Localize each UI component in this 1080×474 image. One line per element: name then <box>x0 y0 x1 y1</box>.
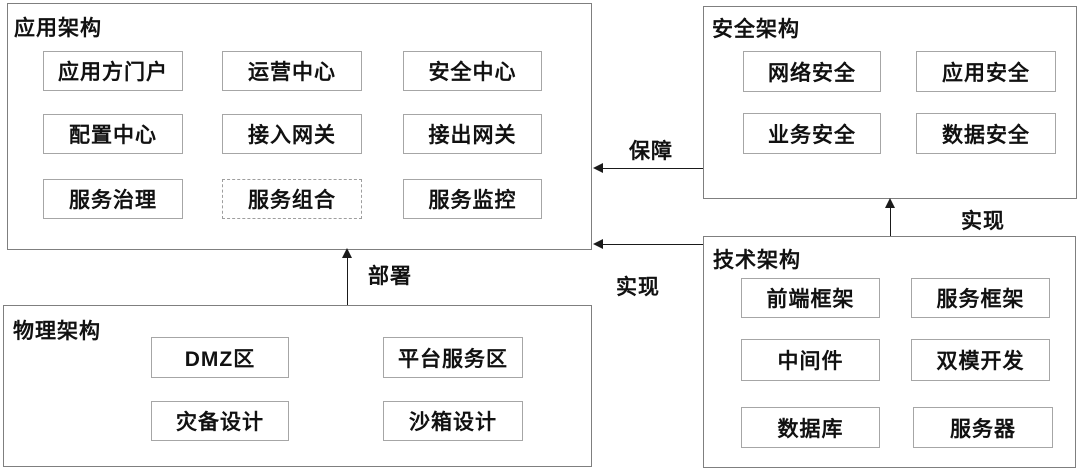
item-server: 服务器 <box>913 407 1053 448</box>
guarantee-arrowhead-icon <box>593 163 603 173</box>
group-application-architecture: 应用架构 应用方门户 运营中心 安全中心 配置中心 接入网关 接出网关 服务治理… <box>7 3 592 250</box>
group-technology-architecture: 技术架构 前端框架 服务框架 中间件 双模开发 数据库 服务器 <box>703 236 1076 468</box>
item-inbound-gateway: 接入网关 <box>222 114 362 154</box>
item-label: 双模开发 <box>936 350 1025 373</box>
deploy-arrowhead-icon <box>342 248 352 258</box>
item-outbound-gateway: 接出网关 <box>403 114 542 154</box>
guarantee-arrow-label: 保障 <box>629 140 673 163</box>
item-disaster-recovery-design: 灾备设计 <box>151 401 289 441</box>
realize-up-arrow-line <box>890 206 891 236</box>
realize-up-arrowhead-icon <box>885 198 895 208</box>
item-label: 中间件 <box>777 350 844 373</box>
item-label: 服务框架 <box>936 288 1025 311</box>
item-app-portal: 应用方门户 <box>43 51 183 91</box>
item-label: DMZ区 <box>184 347 256 371</box>
group-title-application: 应用架构 <box>14 17 102 40</box>
item-label: 数据安全 <box>942 123 1030 147</box>
item-label: 配置中心 <box>69 124 157 147</box>
item-service-composition: 服务组合 <box>222 179 362 219</box>
item-label: 服务治理 <box>69 189 157 212</box>
group-title-technology: 技术架构 <box>713 249 801 272</box>
item-config-center: 配置中心 <box>43 114 183 154</box>
item-data-security: 数据安全 <box>916 113 1056 154</box>
item-dmz-zone: DMZ区 <box>151 337 289 378</box>
item-label: 前端框架 <box>766 288 855 311</box>
group-physical-architecture: 物理架构 DMZ区 平台服务区 灾备设计 沙箱设计 <box>3 305 592 467</box>
item-label: 服务组合 <box>248 189 336 212</box>
item-frontend-framework: 前端框架 <box>741 278 880 318</box>
realize-left-arrowhead-icon <box>593 239 603 249</box>
item-label: 接入网关 <box>248 124 336 147</box>
deploy-arrow-line <box>347 256 348 305</box>
item-service-governance: 服务治理 <box>43 179 183 219</box>
item-label: 运营中心 <box>248 61 336 84</box>
item-dual-mode-development: 双模开发 <box>911 339 1050 381</box>
realize-left-arrow-label: 实现 <box>616 276 660 299</box>
item-business-security: 业务安全 <box>743 113 881 154</box>
item-label: 数据库 <box>777 417 844 441</box>
item-label: 安全中心 <box>428 61 517 84</box>
item-application-security: 应用安全 <box>916 51 1056 92</box>
group-title-physical: 物理架构 <box>13 320 101 343</box>
item-label: 业务安全 <box>768 123 856 147</box>
item-network-security: 网络安全 <box>743 51 881 92</box>
item-security-center: 安全中心 <box>403 51 542 91</box>
item-sandbox-design: 沙箱设计 <box>383 401 523 441</box>
item-platform-service-zone: 平台服务区 <box>383 337 523 378</box>
item-label: 平台服务区 <box>398 347 508 371</box>
deploy-arrow-label: 部署 <box>368 265 412 288</box>
item-label: 灾备设计 <box>176 411 264 434</box>
item-label: 沙箱设计 <box>409 411 497 434</box>
item-service-framework: 服务框架 <box>911 278 1050 318</box>
item-operations-center: 运营中心 <box>222 51 362 91</box>
item-label: 应用安全 <box>942 61 1030 85</box>
item-label: 接出网关 <box>428 124 517 147</box>
group-title-security: 安全架构 <box>712 18 800 41</box>
group-security-architecture: 安全架构 网络安全 应用安全 业务安全 数据安全 <box>703 6 1077 199</box>
realize-up-arrow-label: 实现 <box>961 210 1005 233</box>
realize-left-arrow-line <box>603 244 703 245</box>
item-service-monitoring: 服务监控 <box>403 179 542 219</box>
item-label: 服务器 <box>950 417 1016 441</box>
item-label: 应用方门户 <box>58 61 168 84</box>
item-label: 网络安全 <box>768 61 856 85</box>
guarantee-arrow-line <box>603 168 703 169</box>
item-label: 服务监控 <box>428 189 517 212</box>
item-middleware: 中间件 <box>741 339 880 381</box>
item-database: 数据库 <box>741 407 880 448</box>
